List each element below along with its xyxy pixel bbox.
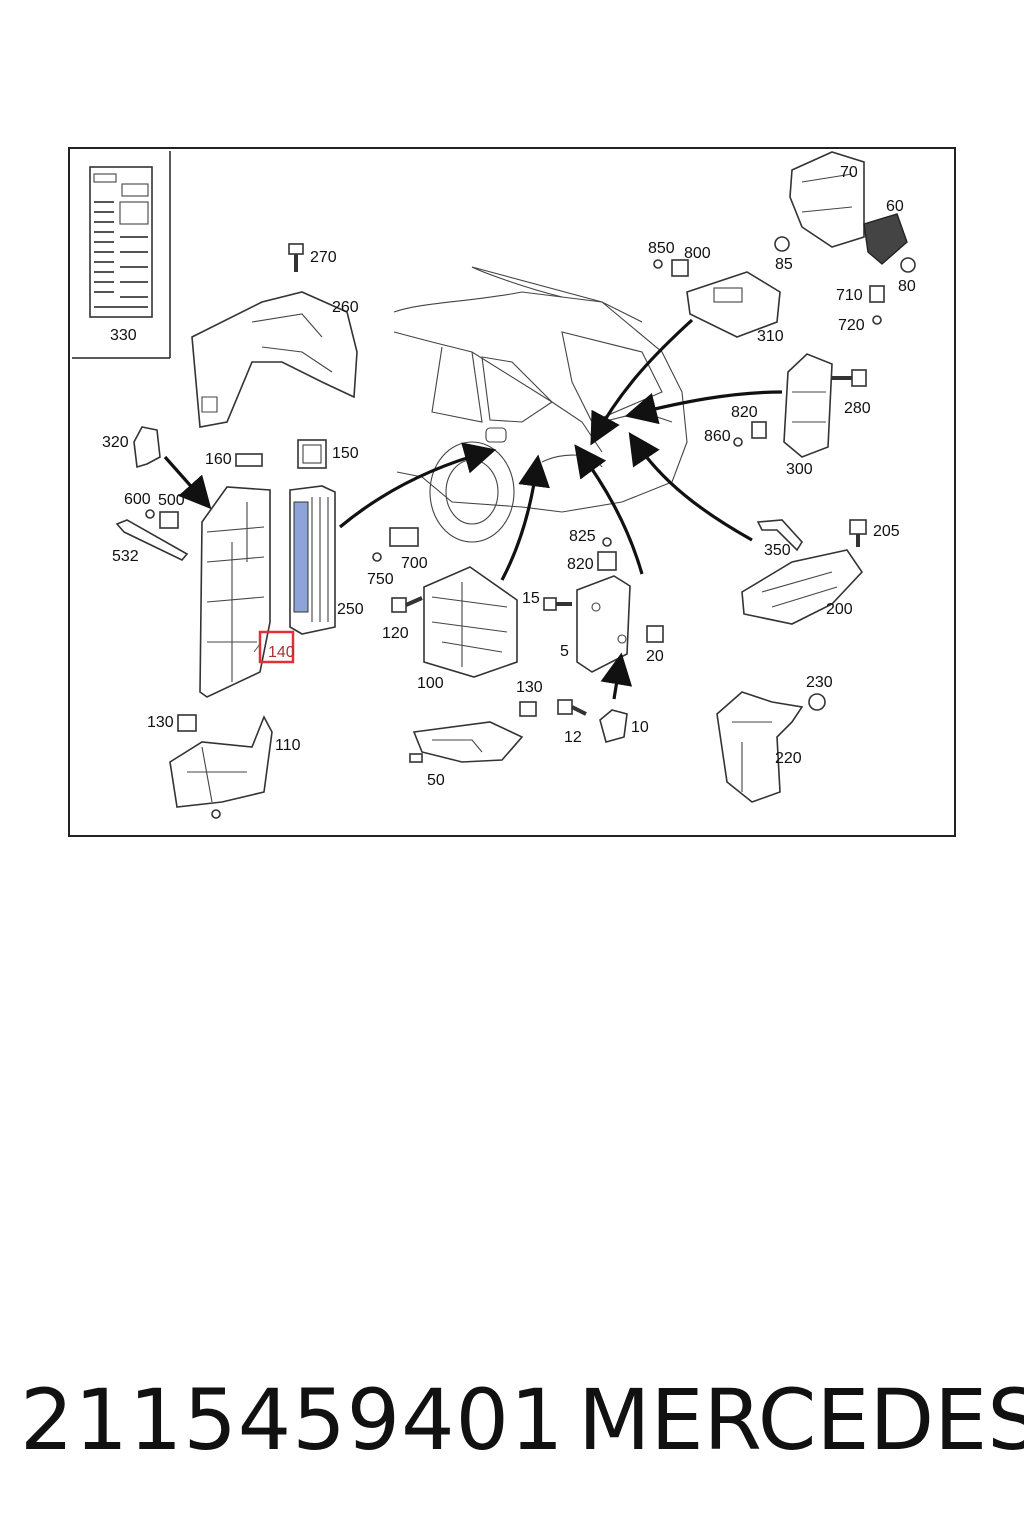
label-220: 220 bbox=[775, 750, 802, 767]
strap-350 bbox=[756, 519, 803, 552]
bolt-15 bbox=[543, 597, 572, 611]
label-820-right: 820 bbox=[731, 404, 758, 421]
connector-500-600 bbox=[145, 509, 179, 529]
bracket-50 bbox=[409, 721, 524, 763]
label-150: 150 bbox=[332, 445, 359, 462]
box-200 bbox=[741, 549, 864, 625]
bracket-220 bbox=[716, 691, 804, 803]
clip-320 bbox=[133, 426, 161, 469]
exploded-view-drawing: 330 270 260 320 160 150 600 500 532 250 … bbox=[72, 151, 916, 819]
bolt-280 bbox=[832, 369, 867, 387]
label-310: 310 bbox=[757, 328, 784, 345]
highlight-box-140 bbox=[258, 630, 295, 664]
connector-820-825 bbox=[597, 537, 617, 571]
nut-230 bbox=[808, 693, 826, 711]
module-5 bbox=[576, 575, 631, 673]
label-140: 140 bbox=[268, 644, 295, 661]
label-20: 20 bbox=[646, 648, 664, 665]
bolt-205 bbox=[849, 519, 867, 547]
nut-130-mid bbox=[519, 701, 537, 717]
label-70: 70 bbox=[840, 164, 858, 181]
label-250: 250 bbox=[337, 601, 364, 618]
nut-85 bbox=[774, 236, 790, 252]
fuse-box-140 bbox=[199, 486, 271, 698]
label-720: 720 bbox=[838, 317, 865, 334]
bolt-270 bbox=[288, 243, 304, 272]
module-70 bbox=[789, 151, 865, 248]
connector-700 bbox=[372, 527, 419, 562]
label-750: 750 bbox=[367, 571, 394, 588]
label-532: 532 bbox=[112, 548, 139, 565]
clip-10 bbox=[599, 709, 628, 743]
label-15: 15 bbox=[522, 590, 540, 607]
label-130-mid: 130 bbox=[516, 679, 543, 696]
label-300: 300 bbox=[786, 461, 813, 478]
nut-20 bbox=[646, 625, 664, 643]
label-50: 50 bbox=[427, 772, 445, 789]
module-300 bbox=[783, 353, 833, 458]
relay-160 bbox=[235, 453, 263, 467]
label-110: 110 bbox=[275, 737, 301, 754]
pointer-arrows bbox=[163, 318, 783, 700]
connector-820-860 bbox=[733, 421, 767, 447]
label-860: 860 bbox=[704, 428, 731, 445]
label-800: 800 bbox=[684, 245, 711, 262]
label-200: 200 bbox=[826, 601, 853, 618]
label-710: 710 bbox=[836, 287, 863, 304]
bolt-120 bbox=[391, 596, 423, 613]
leader-140 bbox=[253, 643, 261, 653]
label-825: 825 bbox=[569, 528, 596, 545]
connector-800-850 bbox=[653, 259, 689, 277]
label-100: 100 bbox=[417, 675, 444, 692]
fuse-chart-inset bbox=[72, 151, 171, 359]
relay-150 bbox=[297, 439, 327, 469]
label-5: 5 bbox=[560, 643, 569, 660]
brand-name: MERCEDES bbox=[578, 1371, 1024, 1469]
label-10: 10 bbox=[631, 719, 649, 736]
label-500: 500 bbox=[158, 492, 185, 509]
nut-80 bbox=[900, 257, 916, 273]
label-280: 280 bbox=[844, 400, 871, 417]
fuse-carrier-250 bbox=[289, 485, 336, 635]
module-100 bbox=[423, 566, 518, 678]
parts-diagram: 330 270 260 320 160 150 600 500 532 250 … bbox=[68, 147, 956, 837]
label-820-mid: 820 bbox=[567, 556, 594, 573]
label-85: 85 bbox=[775, 256, 793, 273]
bracket-110 bbox=[169, 715, 273, 819]
label-330: 330 bbox=[110, 327, 137, 344]
bolt-12 bbox=[557, 699, 587, 716]
label-120: 120 bbox=[382, 625, 409, 642]
label-80: 80 bbox=[898, 278, 916, 295]
label-60: 60 bbox=[886, 198, 904, 215]
wire-tie-532 bbox=[115, 519, 189, 561]
label-12: 12 bbox=[564, 729, 582, 746]
label-350: 350 bbox=[764, 542, 791, 559]
label-205: 205 bbox=[873, 523, 900, 540]
vehicle-outline bbox=[393, 266, 688, 543]
label-850: 850 bbox=[648, 240, 675, 257]
module-310 bbox=[686, 271, 781, 338]
connector-710-720 bbox=[869, 285, 885, 325]
label-600: 600 bbox=[124, 491, 151, 508]
connector-60 bbox=[863, 213, 908, 265]
bracket-260 bbox=[191, 291, 358, 428]
callout-labels: 330 270 260 320 160 150 600 500 532 250 … bbox=[102, 164, 916, 789]
label-230: 230 bbox=[806, 674, 833, 691]
nut-130-left bbox=[177, 714, 197, 732]
label-270: 270 bbox=[310, 249, 337, 266]
label-160: 160 bbox=[205, 451, 232, 468]
label-130-left: 130 bbox=[147, 714, 174, 731]
label-700: 700 bbox=[401, 555, 428, 572]
part-number: 2115459401 bbox=[20, 1371, 565, 1469]
label-320: 320 bbox=[102, 434, 129, 451]
label-260: 260 bbox=[332, 299, 359, 316]
